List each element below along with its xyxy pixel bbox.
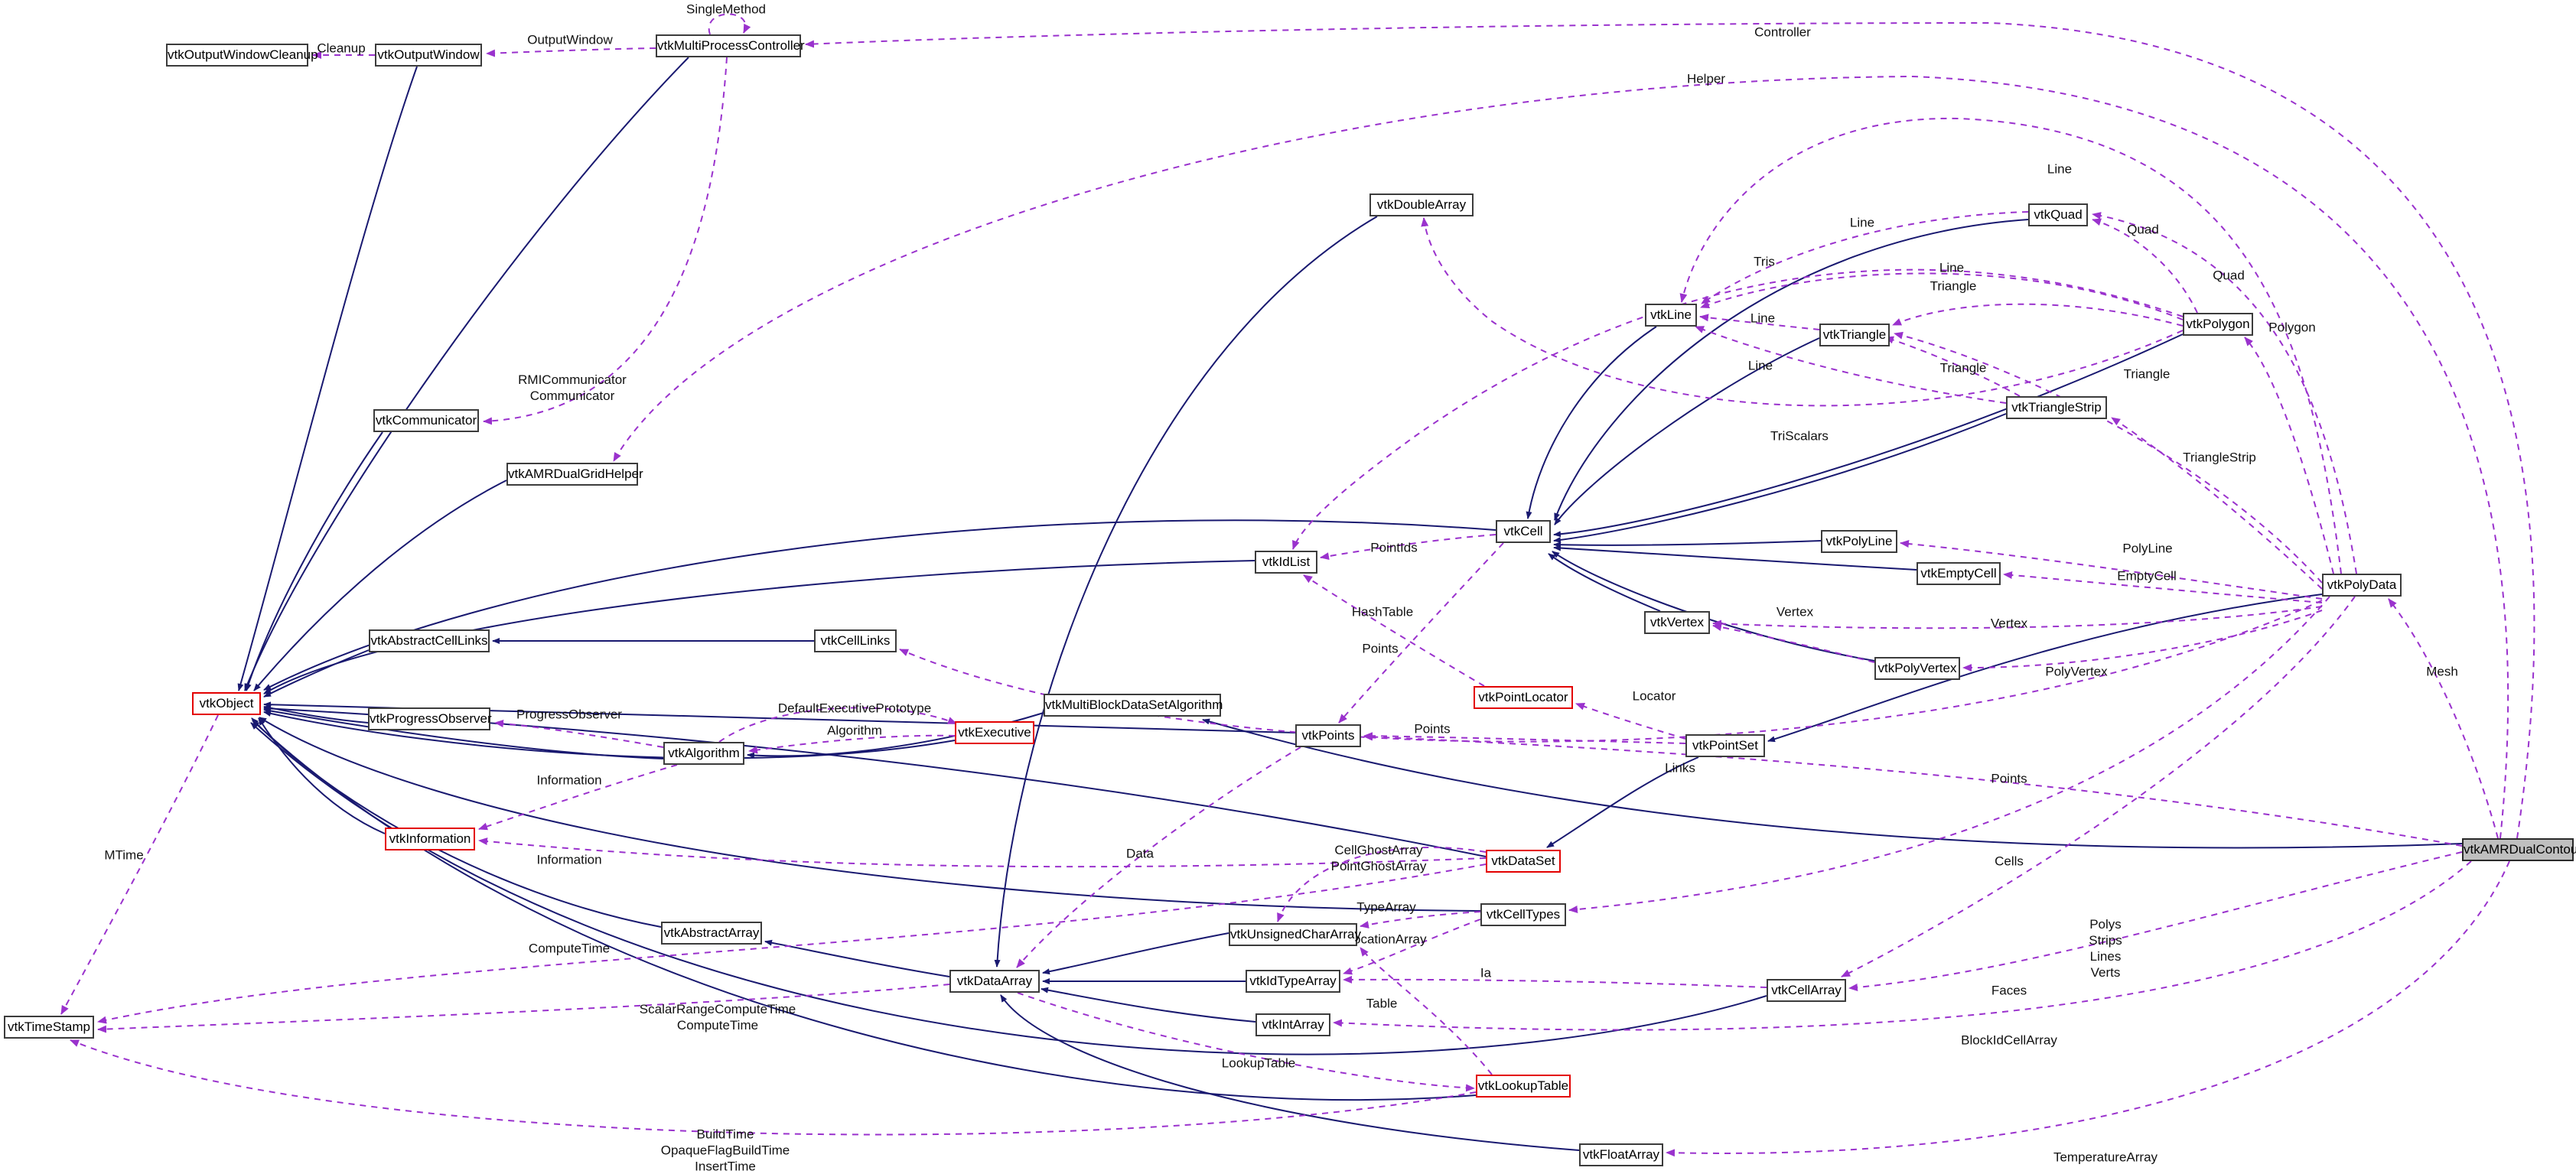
node-vtkExecutive[interactable]: vtkExecutive bbox=[955, 721, 1034, 744]
edge-label: RMICommunicator Communicator bbox=[518, 372, 627, 403]
edge-label: MTime bbox=[104, 847, 144, 863]
edge-label: Line bbox=[1939, 260, 1965, 275]
node-vtkAMRDualContour[interactable]: vtkAMRDualContour bbox=[2462, 838, 2576, 861]
node-vtkCellLinks[interactable]: vtkCellLinks bbox=[814, 629, 897, 652]
edge-label: ProgressObserver bbox=[516, 707, 622, 722]
node-vtkPoints[interactable]: vtkPoints bbox=[1295, 724, 1361, 747]
node-vtkPointLocator[interactable]: vtkPointLocator bbox=[1474, 686, 1573, 709]
node-vtkMultiBlockDataSetAlgorithm[interactable]: vtkMultiBlockDataSetAlgorithm bbox=[1044, 694, 1223, 717]
edge-label: Links bbox=[1665, 760, 1695, 776]
node-vtkPointSet[interactable]: vtkPointSet bbox=[1685, 734, 1765, 757]
edge-label: SingleMethod bbox=[686, 2, 766, 17]
node-vtkPolyData[interactable]: vtkPolyData bbox=[2322, 574, 2402, 597]
edge-label: Controller bbox=[1754, 24, 1811, 40]
edge-label: Data bbox=[1126, 846, 1154, 861]
edge-label: PointIds bbox=[1370, 540, 1418, 555]
node-vtkLookupTable[interactable]: vtkLookupTable bbox=[1476, 1075, 1571, 1098]
node-vtkObject[interactable]: vtkObject bbox=[192, 692, 261, 715]
edge-label: Triangle bbox=[1930, 278, 1977, 294]
edge-label: CellGhostArray PointGhostArray bbox=[1330, 843, 1427, 873]
edge-label: Vertex bbox=[1990, 616, 2028, 631]
node-vtkEmptyCell[interactable]: vtkEmptyCell bbox=[1917, 562, 2001, 585]
edge-label: Tris bbox=[1754, 254, 1775, 269]
node-vtkIntArray[interactable]: vtkIntArray bbox=[1255, 1013, 1330, 1036]
node-vtkFloatArray[interactable]: vtkFloatArray bbox=[1579, 1143, 1663, 1166]
edge-label: ComputeTime bbox=[528, 941, 611, 956]
edge-label: DefaultExecutivePrototype bbox=[777, 701, 932, 716]
node-vtkUnsignedCharArray[interactable]: vtkUnsignedCharArray bbox=[1229, 923, 1361, 946]
edge-label: BuildTime OpaqueFlagBuildTime InsertTime bbox=[660, 1127, 790, 1174]
node-vtkCellTypes[interactable]: vtkCellTypes bbox=[1480, 903, 1566, 926]
edge-label: BlockIdCellArray bbox=[1961, 1033, 2057, 1048]
edge-label: TypeArray bbox=[1356, 899, 1416, 915]
node-vtkAbstractCellLinks[interactable]: vtkAbstractCellLinks bbox=[369, 629, 490, 652]
edge-label: Helper bbox=[1686, 71, 1726, 86]
edge-label: Ia bbox=[1480, 965, 1492, 981]
node-vtkOutputWindowCleanup[interactable]: vtkOutputWindowCleanup bbox=[166, 44, 318, 67]
node-vtkAMRDualGridHelper[interactable]: vtkAMRDualGridHelper bbox=[506, 463, 643, 486]
edge-label: Line bbox=[1849, 215, 1875, 230]
node-vtkTriangle[interactable]: vtkTriangle bbox=[1819, 324, 1890, 346]
edge-label: Points bbox=[1991, 771, 2027, 786]
edge-label: Table bbox=[1366, 996, 1398, 1011]
node-vtkMultiProcessController[interactable]: vtkMultiProcessController bbox=[656, 34, 805, 57]
edge-label: Cells bbox=[1995, 854, 2024, 869]
node-vtkPolygon[interactable]: vtkPolygon bbox=[2183, 313, 2253, 336]
node-vtkLine[interactable]: vtkLine bbox=[1645, 304, 1697, 327]
edge-label: Quad bbox=[2213, 268, 2245, 283]
node-vtkDataSet[interactable]: vtkDataSet bbox=[1486, 850, 1561, 873]
node-vtkAlgorithm[interactable]: vtkAlgorithm bbox=[663, 742, 744, 765]
edge-label: PolyLine bbox=[2122, 541, 2173, 556]
node-vtkTimeStamp[interactable]: vtkTimeStamp bbox=[4, 1016, 94, 1039]
node-vtkProgressObserver[interactable]: vtkProgressObserver bbox=[368, 707, 492, 730]
edge-label: LocationArray bbox=[1346, 932, 1427, 947]
edge-label: Locator bbox=[1632, 688, 1676, 704]
edge-label: Quad bbox=[2127, 222, 2159, 237]
edge-label: Line bbox=[1747, 358, 1773, 373]
node-vtkVertex[interactable]: vtkVertex bbox=[1644, 611, 1710, 634]
node-vtkCellArray[interactable]: vtkCellArray bbox=[1767, 979, 1846, 1002]
node-vtkTriangleStrip[interactable]: vtkTriangleStrip bbox=[2006, 396, 2107, 419]
node-vtkOutputWindow[interactable]: vtkOutputWindow bbox=[375, 44, 482, 67]
edge-label: Line bbox=[2047, 161, 2073, 177]
edge-label: Polys Strips Lines Verts bbox=[2089, 917, 2122, 980]
edge-label: LookupTable bbox=[1221, 1055, 1296, 1071]
edge-label: Line bbox=[1750, 311, 1776, 326]
edge-label: HashTable bbox=[1351, 604, 1414, 620]
edge-label: TemperatureArray bbox=[2053, 1150, 2158, 1165]
edge-label: TriangleStrip bbox=[2183, 450, 2256, 465]
edge-label: PolyVertex bbox=[2045, 664, 2108, 679]
edge-label: OutputWindow bbox=[527, 32, 613, 47]
edge-label: Triangle bbox=[2123, 366, 2171, 382]
edge-label: Vertex bbox=[1776, 604, 1814, 620]
node-vtkInformation[interactable]: vtkInformation bbox=[385, 828, 475, 850]
edge-label: EmptyCell bbox=[2117, 568, 2177, 584]
node-vtkIdList[interactable]: vtkIdList bbox=[1255, 551, 1317, 574]
edge-label: Points bbox=[1362, 641, 1399, 656]
usage-edges bbox=[60, 13, 2535, 1157]
node-vtkDataArray[interactable]: vtkDataArray bbox=[949, 970, 1040, 993]
edge-label: Triangle bbox=[1939, 360, 1987, 376]
node-vtkQuad[interactable]: vtkQuad bbox=[2028, 203, 2088, 226]
node-vtkAbstractArray[interactable]: vtkAbstractArray bbox=[661, 922, 762, 945]
node-vtkPolyLine[interactable]: vtkPolyLine bbox=[1821, 530, 1897, 553]
edge-label: Information bbox=[536, 852, 602, 867]
inheritance-edges bbox=[237, 57, 2463, 1151]
edge-label: Information bbox=[536, 772, 602, 788]
edge-label: Polygon bbox=[2268, 320, 2316, 335]
edge-label: TriScalars bbox=[1770, 428, 1829, 444]
node-vtkIdTypeArray[interactable]: vtkIdTypeArray bbox=[1246, 970, 1340, 993]
node-vtkDoubleArray[interactable]: vtkDoubleArray bbox=[1369, 193, 1474, 216]
node-vtkCell[interactable]: vtkCell bbox=[1496, 520, 1551, 543]
edge-label: Faces bbox=[1991, 983, 2027, 998]
edge-label: Points bbox=[1414, 721, 1451, 737]
edge-label: Algorithm bbox=[827, 723, 882, 738]
node-vtkPolyVertex[interactable]: vtkPolyVertex bbox=[1874, 657, 1960, 680]
edge-label: Cleanup bbox=[317, 41, 366, 56]
node-vtkCommunicator[interactable]: vtkCommunicator bbox=[373, 409, 479, 432]
edge-label: ScalarRangeComputeTime ComputeTime bbox=[639, 1002, 796, 1033]
edge-label: Mesh bbox=[2426, 664, 2458, 679]
